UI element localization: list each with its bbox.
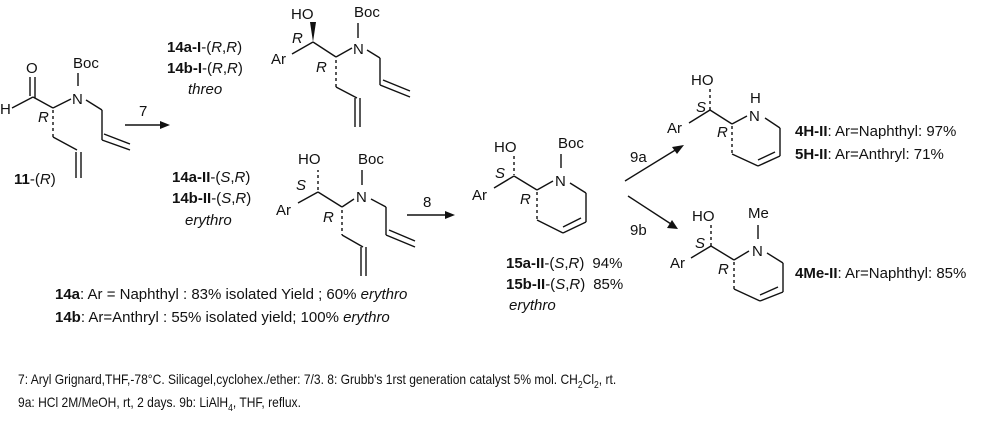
atom-HO: HO xyxy=(692,208,715,225)
arrow-step-9a: 9a xyxy=(624,145,684,182)
stereo-R: R xyxy=(38,109,49,126)
stereo-S: S xyxy=(695,235,705,252)
atom-HO: HO xyxy=(291,6,314,23)
stereo-R: R xyxy=(292,30,303,47)
compound-14-I-threo: 14a-I-(R,R) 14b-I-(R,R) threo Ar HO R R … xyxy=(167,4,411,127)
label-15b-II: 15b-II-(S,R)85% xyxy=(506,276,623,293)
arrow-step-9b: 9b xyxy=(627,195,678,239)
atom-boc: Boc xyxy=(358,151,384,168)
arrow-step-7: 7 xyxy=(125,103,170,129)
product-4Me-II: 4Me-II: Ar=Naphthyl: 85% xyxy=(795,265,966,282)
stereo-R: R xyxy=(323,209,334,226)
compound-15-II: HO S Ar R N Boc 15a-II-(S,R)94% 15b-II-(… xyxy=(472,135,623,314)
atom-Ar: Ar xyxy=(472,187,487,204)
atom-N: N xyxy=(353,41,364,58)
label-14a-I: 14a-I-(R,R) xyxy=(167,39,242,56)
atom-Ar: Ar xyxy=(667,120,682,137)
label-14b-I: 14b-I-(R,R) xyxy=(167,60,243,77)
stereo-R: R xyxy=(316,59,327,76)
product-5H-II: 5H-II: Ar=Anthryl: 71% xyxy=(795,146,944,163)
conditions-note-line-1: 7: Aryl Grignard,THF,-78°C. Silicagel,cy… xyxy=(18,371,617,391)
atom-N: N xyxy=(749,108,760,125)
atom-N: N xyxy=(752,243,763,260)
yield-14b: 14b: Ar=Anthryl : 55% isolated yield; 10… xyxy=(55,309,390,326)
atom-boc: Boc xyxy=(73,55,99,72)
atom-Ar: Ar xyxy=(276,202,291,219)
atom-boc: Boc xyxy=(354,4,380,21)
atom-HO: HO xyxy=(691,72,714,89)
stereo-R: R xyxy=(718,261,729,278)
step-9a-label: 9a xyxy=(630,149,647,166)
compound-4Me-II: HO S Ar R N Me 4Me-II: Ar=Naphthyl: 85% xyxy=(670,205,966,302)
atom-HO: HO xyxy=(494,139,517,156)
compound-11-label: 11-(R) xyxy=(14,171,56,188)
yield-14a: 14a: Ar = Naphthyl : 83% isolated Yield … xyxy=(55,286,407,303)
stereo-R: R xyxy=(717,124,728,141)
atom-HO: HO xyxy=(298,151,321,168)
stereo-S: S xyxy=(696,99,706,116)
atom-H: H xyxy=(0,101,11,118)
step-7-label: 7 xyxy=(139,103,147,120)
stereo-R: R xyxy=(520,191,531,208)
step-9b-label: 9b xyxy=(630,222,647,239)
atom-N: N xyxy=(356,189,367,206)
atom-N: N xyxy=(555,173,566,190)
step-8-label: 8 xyxy=(423,194,431,211)
atom-N: N xyxy=(72,91,83,108)
erythro-label: erythro xyxy=(509,297,556,314)
conditions-note-line-2: 9a: HCl 2M/MeOH, rt, 2 days. 9b: LiAlH4,… xyxy=(18,394,301,414)
arrow-step-8: 8 xyxy=(407,194,455,219)
stereo-S: S xyxy=(296,177,306,194)
atom-Ar: Ar xyxy=(670,255,685,272)
atom-H: H xyxy=(750,90,761,107)
stereo-S: S xyxy=(495,165,505,182)
label-14b-II: 14b-II-(S,R) xyxy=(172,190,251,207)
threo-label: threo xyxy=(188,81,222,98)
label-14a-II: 14a-II-(S,R) xyxy=(172,169,250,186)
atom-O: O xyxy=(26,60,38,77)
compound-14-II-erythro: 14a-II-(S,R) 14b-II-(S,R) erythro Ar HO … xyxy=(172,151,416,276)
compound-4H-II: HO S Ar R N H 4H-II: Ar=Naphthyl: 97% 5H… xyxy=(667,72,956,167)
atom-Me: Me xyxy=(748,205,769,222)
label-15a-II: 15a-II-(S,R)94% xyxy=(506,255,622,272)
product-4H-II: 4H-II: Ar=Naphthyl: 97% xyxy=(795,123,956,140)
atom-Ar: Ar xyxy=(271,51,286,68)
compound-11-structure: O H N Boc R 11-(R) xyxy=(0,55,131,188)
erythro-label: erythro xyxy=(185,212,232,229)
atom-boc: Boc xyxy=(558,135,584,152)
